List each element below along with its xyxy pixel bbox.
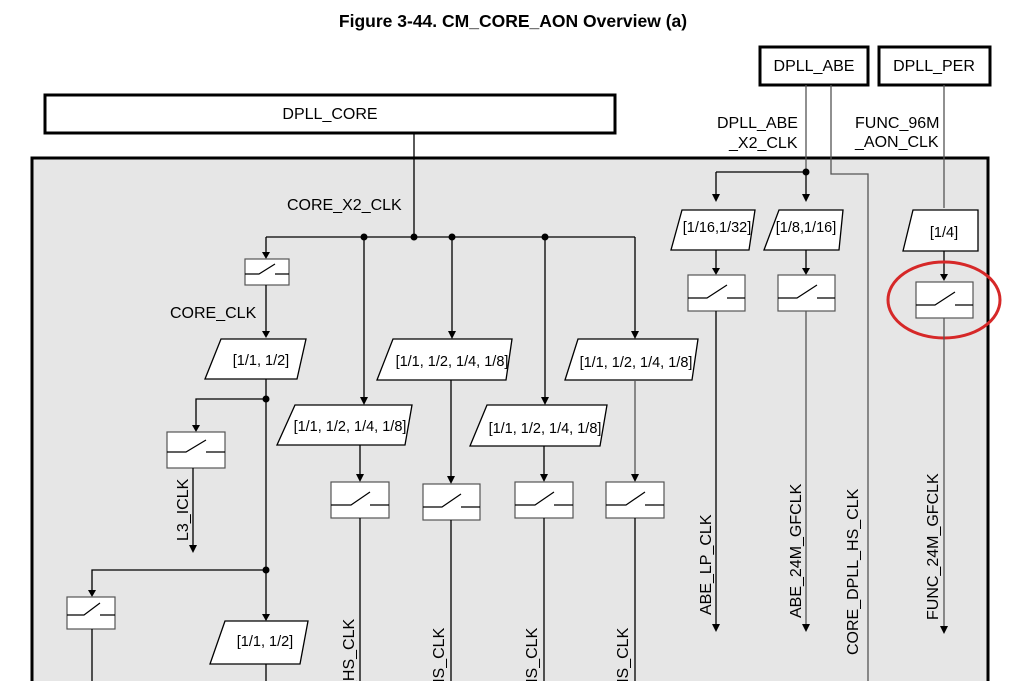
svg-text:[1/1, 1/2, 1/4, 1/8]: [1/1, 1/2, 1/4, 1/8]	[489, 421, 602, 437]
func-24m-divider: [1/4]	[902, 209, 979, 252]
svg-text:[1/1, 1/2]: [1/1, 1/2]	[237, 634, 293, 650]
abe-lp-clk-gate[interactable]	[687, 274, 746, 312]
svg-text:[1/1, 1/2, 1/4, 1/8]: [1/1, 1/2, 1/4, 1/8]	[294, 419, 407, 435]
core-x2-clk-label: CORE_X2_CLK	[287, 197, 402, 214]
svg-text:[1/8,1/16]: [1/8,1/16]	[776, 220, 836, 236]
divider-d: [1/1, 1/2, 1/4, 1/8]	[469, 404, 608, 447]
hs-clk-d-gate[interactable]	[605, 481, 665, 519]
hs-clk-c-gate[interactable]	[514, 481, 574, 519]
dpll-abe-label: DPLL_ABE	[774, 58, 855, 75]
core-x2-clk-network	[262, 133, 639, 405]
func-96m-aon-clk-label-2: _AON_CLK	[854, 134, 939, 151]
hs-clk-b-gate[interactable]	[422, 483, 481, 521]
dpll-abe-x2-clk-label-2: _X2_CLK	[728, 135, 798, 152]
core-dpll-hs-clk-label: CORE_DPLL_HS_CLK	[845, 488, 862, 655]
bottom-divider: [1/1, 1/2]	[209, 620, 309, 665]
core-clk-divider: [1/1, 1/2]	[204, 338, 307, 380]
svg-text:[1/16,1/32]: [1/16,1/32]	[683, 220, 752, 236]
abe-24m-gfclk-gate[interactable]	[777, 274, 836, 312]
l3-iclk-gate[interactable]	[166, 431, 226, 469]
abe-lp-divider: [1/16,1/32]	[670, 209, 756, 251]
bottom-left-gate[interactable]	[66, 596, 116, 630]
dpll-core-source: DPLL_CORE	[43, 93, 617, 135]
abe-24m-gfclk-label: ABE_24M_GFCLK	[788, 483, 805, 618]
abe-24m-divider: [1/8,1/16]	[763, 209, 844, 251]
divider-b: [1/1, 1/2, 1/4, 1/8]	[275, 404, 413, 446]
hs-clk-c-label: HS_CLK	[524, 627, 541, 681]
divider-e: [1/1, 1/2, 1/4, 1/8]	[564, 338, 699, 381]
dpll-abe-source: DPLL_ABE	[758, 45, 870, 87]
abe-lp-clk-label: ABE_LP_CLK	[698, 514, 715, 615]
func-96m-aon-clk-label-1: FUNC_96M	[855, 115, 939, 132]
dpll-per-label: DPLL_PER	[893, 58, 975, 75]
figure-title: Figure 3-44. CM_CORE_AON Overview (a)	[339, 11, 687, 31]
hs-clk-a-gate[interactable]	[330, 481, 390, 519]
svg-text:[1/1, 1/2]: [1/1, 1/2]	[233, 353, 289, 369]
svg-text:[1/1, 1/2, 1/4, 1/8]: [1/1, 1/2, 1/4, 1/8]	[580, 355, 693, 371]
dpll-per-source: DPLL_PER	[877, 45, 992, 87]
dpll-abe-x2-clk-label-1: DPLL_ABE	[717, 115, 798, 132]
core-clk-gate[interactable]	[244, 258, 290, 286]
hs-clk-a-label: _HS_CLK	[341, 619, 358, 681]
func-24m-gfclk-label: FUNC_24M_GFCLK	[925, 473, 942, 620]
hs-clk-d-label: HS_CLK	[615, 627, 632, 681]
divider-c: [1/1, 1/2, 1/4, 1/8]	[376, 338, 513, 381]
l3-iclk-label: L3_ICLK	[175, 478, 192, 541]
func-24m-gfclk-gate[interactable]	[915, 281, 974, 319]
svg-text:[1/1, 1/2, 1/4, 1/8]: [1/1, 1/2, 1/4, 1/8]	[396, 354, 509, 370]
hs-clk-b-label: HS_CLK	[431, 627, 448, 681]
dpll-core-label: DPLL_CORE	[282, 106, 377, 123]
svg-text:[1/4]: [1/4]	[930, 225, 958, 241]
core-clk-label: CORE_CLK	[170, 305, 257, 322]
